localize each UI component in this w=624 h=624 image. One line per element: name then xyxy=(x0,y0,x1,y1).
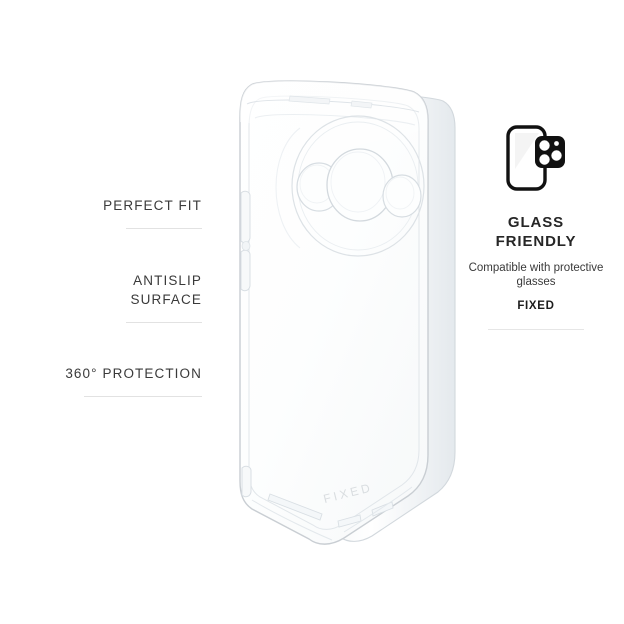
feature-perfect-fit-label: PERFECT FIT xyxy=(103,198,202,213)
camera-lens-center xyxy=(326,148,394,222)
feature-list: PERFECT FIT ANTISLIP SURFACE 360° PROTEC… xyxy=(40,196,202,397)
feature-divider xyxy=(126,228,202,229)
camera-cutout xyxy=(275,115,425,257)
glass-friendly-icon xyxy=(506,125,565,191)
glass-friendly-title: GLASS FRIENDLY xyxy=(466,214,606,251)
glass-friendly-title-line2: FRIENDLY xyxy=(495,232,577,250)
feature-perfect-fit: PERFECT FIT xyxy=(40,196,202,229)
glass-friendly-title-line1: GLASS xyxy=(507,214,565,231)
glass-friendly-subtitle: Compatible with protective glasses xyxy=(468,262,604,288)
feature-360-protection-label: 360° PROTECTION xyxy=(65,366,202,381)
side-button-cutouts xyxy=(240,190,252,498)
glass-friendly-panel: GLASS FRIENDLY Compatible with protectiv… xyxy=(466,124,606,330)
info-panel-divider xyxy=(488,329,584,330)
feature-divider xyxy=(126,322,202,323)
case-top-edge xyxy=(246,95,420,126)
feature-360-protection: 360° PROTECTION xyxy=(40,364,202,397)
brand-label: FIXED xyxy=(517,300,555,312)
feature-antislip-surface-label: ANTISLIP SURFACE xyxy=(130,273,202,307)
bottom-port-cutouts xyxy=(251,486,413,541)
camera-lens-right xyxy=(382,174,422,218)
feature-divider xyxy=(84,396,202,397)
feature-antislip-surface: ANTISLIP SURFACE xyxy=(40,271,202,323)
case-body xyxy=(239,80,429,545)
